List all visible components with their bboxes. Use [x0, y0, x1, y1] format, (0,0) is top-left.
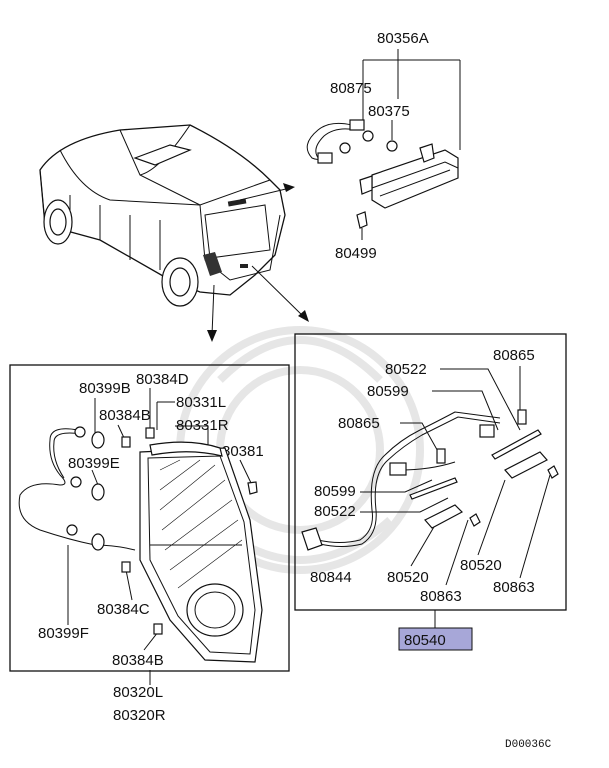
label-80844: 80844: [310, 569, 352, 586]
label-80384B-bottom: 80384B: [112, 652, 164, 669]
label-80384D: 80384D: [136, 371, 189, 388]
label-80599-mid: 80599: [314, 483, 356, 500]
license-lamp-box: 80522 80865 80599 80865 80599 80522 8084…: [294, 333, 567, 611]
label-80875: 80875: [330, 80, 372, 97]
label-80865-top: 80865: [493, 347, 535, 364]
callout-80540[interactable]: 80540: [398, 610, 473, 651]
label-80331L: 80331L: [176, 394, 226, 411]
label-80375: 80375: [368, 103, 410, 120]
label-80320R: 80320R: [113, 707, 166, 724]
label-80520-left: 80520: [387, 569, 429, 586]
vehicle-illustration: [39, 124, 286, 307]
label-80522-mid: 80522: [314, 503, 356, 520]
label-80384B-top: 80384B: [99, 407, 151, 424]
label-80863-left: 80863: [420, 588, 462, 605]
label-80399F: 80399F: [38, 625, 89, 642]
label-80522-top: 80522: [385, 361, 427, 378]
label-80356A: 80356A: [377, 30, 429, 47]
high-mount-lamp-group: 80356A 80875 80375 80499: [306, 30, 461, 262]
diagram-code: D00036C: [505, 739, 552, 751]
label-80399E: 80399E: [68, 455, 120, 472]
rear-combination-lamp-box: 80399B 80384D 80384B 80331L 80331R 80381…: [9, 364, 290, 685]
label-80381: 80381: [222, 443, 264, 460]
label-80399B: 80399B: [79, 380, 131, 397]
pointer-arrows: [207, 183, 309, 342]
label-80863-right: 80863: [493, 579, 535, 596]
label-80865-mid: 80865: [338, 415, 380, 432]
label-80384C: 80384C: [97, 601, 150, 618]
label-80520-right: 80520: [460, 557, 502, 574]
label-80599-top: 80599: [367, 383, 409, 400]
label-80320L: 80320L: [113, 684, 163, 701]
label-80540: 80540: [404, 632, 446, 649]
label-80499: 80499: [335, 245, 377, 262]
highlight-box: [398, 627, 473, 651]
